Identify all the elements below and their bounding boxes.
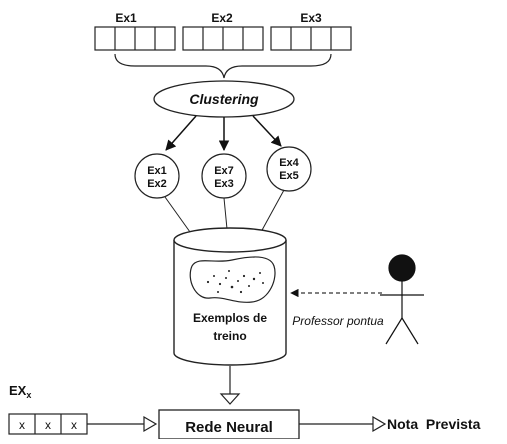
- database-label-line2: treino: [213, 329, 246, 343]
- grouping-brace: [114, 53, 332, 79]
- connector-cluster-1: [164, 196, 191, 233]
- professor-label: Professor pontua: [292, 314, 384, 328]
- cluster-1-line2: Ex2: [147, 178, 167, 190]
- clustering-label: Clustering: [189, 91, 259, 107]
- cluster-1-line1: Ex1: [147, 165, 167, 177]
- database-label-line1: Exemplos de: [193, 311, 267, 325]
- neural-network-label: Rede Neural: [185, 419, 273, 436]
- example-vector-2: [182, 26, 264, 51]
- example-label-2: Ex2: [211, 11, 233, 25]
- cluster-node-3: [266, 146, 312, 192]
- input-label: EXx: [9, 383, 31, 400]
- arrow-to-cluster-1: [165, 115, 197, 151]
- example-label-1: Ex1: [115, 11, 137, 25]
- data-points: [206, 270, 264, 294]
- database-to-network-arrowhead: [219, 393, 241, 405]
- connector-cluster-2: [223, 197, 228, 230]
- example-vector-1: [94, 26, 176, 51]
- input-cell-2: x: [45, 418, 51, 432]
- training-database: Exemplos de treino: [173, 227, 287, 366]
- cluster-node-1: [134, 153, 180, 199]
- cluster-2-line2: Ex3: [214, 178, 234, 190]
- neural-network-box: [158, 409, 300, 440]
- output-label: Nota Prevista: [387, 416, 481, 432]
- example-label-3: Ex3: [300, 11, 322, 25]
- input-to-network-arrowhead: [143, 415, 158, 433]
- professor-figure-icon: [380, 254, 424, 345]
- input-cell-1: x: [19, 418, 25, 432]
- cluster-3-line2: Ex5: [279, 170, 299, 182]
- input-label-main: EX: [9, 383, 27, 398]
- input-label-sub: x: [26, 390, 31, 400]
- connector-cluster-3: [260, 189, 285, 233]
- data-blob-icon: [189, 256, 276, 303]
- arrow-to-cluster-3: [252, 115, 282, 147]
- cluster-2-line1: Ex7: [214, 165, 234, 177]
- example-vector-3: [270, 26, 352, 51]
- input-cell-3: x: [71, 418, 77, 432]
- cluster-3-line1: Ex4: [279, 157, 299, 169]
- network-to-output-arrowhead: [372, 415, 387, 433]
